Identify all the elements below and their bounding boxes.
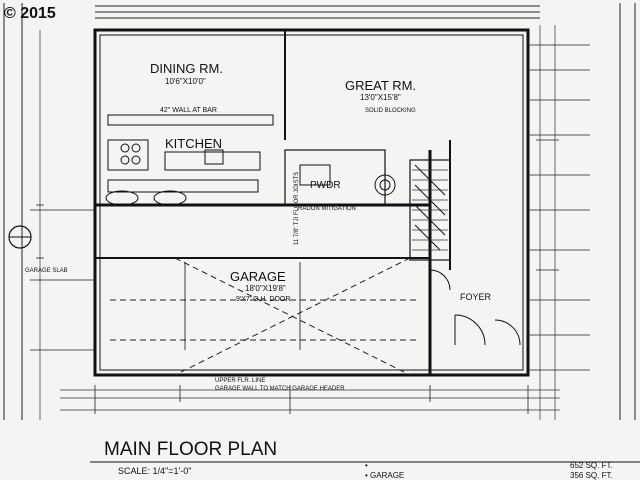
area-main-value: 652 SQ. FT. xyxy=(570,461,613,470)
room-dims-great: 13'0"X15'8" xyxy=(360,93,401,102)
kitchen-counters xyxy=(107,114,274,193)
exterior-walls xyxy=(93,28,530,377)
note-leaders xyxy=(30,44,590,371)
room-dims-dining: 10'6"X10'0" xyxy=(165,77,206,86)
stair-hall xyxy=(284,149,451,261)
area-main-prefix: • xyxy=(365,461,368,470)
area-garage-value: 356 SQ. FT. xyxy=(570,471,613,480)
room-label-powder: PWDR xyxy=(310,180,341,191)
note-garage-slab: GARAGE SLAB xyxy=(25,268,68,274)
sheet-frame xyxy=(3,3,636,420)
note-floor-joists: 11 7/8" TJI FLOOR JOISTS xyxy=(294,172,300,245)
room-dims-garage: 18'0"X19'8" xyxy=(245,284,286,293)
plan-title: MAIN FLOOR PLAN xyxy=(104,439,277,460)
area-garage-label: • GARAGE xyxy=(365,471,404,480)
section-marker xyxy=(8,225,32,249)
room-label-great: GREAT RM. xyxy=(345,78,416,93)
plan-scale: SCALE: 1/4"=1'-0" xyxy=(118,466,191,476)
dimension-lines xyxy=(39,25,560,420)
note-solid-blocking: SOLID BLOCKING xyxy=(365,108,416,114)
door-swings xyxy=(429,269,521,346)
garage-door-lines xyxy=(110,257,420,376)
garage-beams xyxy=(184,262,301,350)
note-wall-at-bar: 42" WALL AT BAR xyxy=(160,107,217,114)
note-upper-line: UPPER FLR. LINE xyxy=(215,378,265,384)
note-header: GARAGE WALL TO MATCH GARAGE HEADER xyxy=(215,386,345,392)
room-label-kitchen: KITCHEN xyxy=(165,136,222,151)
stair-hatch xyxy=(414,164,446,251)
room-label-foyer: FOYER xyxy=(460,292,492,302)
room-label-dining: DINING RM. xyxy=(150,61,223,76)
garage-door-note: 9'X7' O.H. DOOR xyxy=(236,296,290,303)
room-label-garage: GARAGE xyxy=(230,269,286,284)
dimension-ticks xyxy=(36,139,559,414)
note-radon: RADON MITIGATION xyxy=(298,206,356,212)
watermark-text: © 2015 xyxy=(4,5,56,22)
